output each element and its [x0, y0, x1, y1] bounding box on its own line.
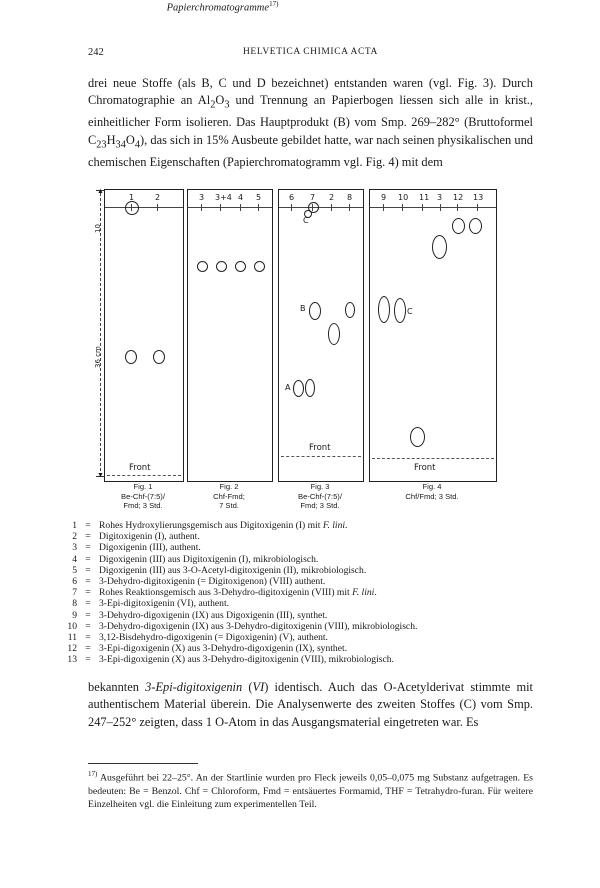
lane-label: 13	[473, 193, 484, 202]
legend-row: 13=3-Epi-digoxigenin (X) aus 3-Dehydro-d…	[67, 654, 394, 666]
chromatogram-fig-3: 6 7 2 8 C B A Front	[278, 189, 364, 482]
spot	[308, 202, 319, 213]
lane-label: 3+4	[215, 193, 232, 202]
figure-title: Papierchromatogramme17)	[166, 0, 279, 14]
spot	[394, 298, 406, 323]
lane-label: 4	[238, 193, 244, 202]
spot	[305, 379, 315, 397]
spot	[153, 350, 165, 364]
lane-label: 10	[398, 193, 409, 202]
legend-row: 10=3-Dehydro-digoxigenin (IX) aus 3-Dehy…	[67, 620, 418, 632]
spot	[197, 261, 208, 272]
legend-row: 5=Digoxigenin (III) aus 3-O-Acetyl-digit…	[72, 564, 367, 576]
spot-label-b: B	[300, 304, 306, 313]
legend-row: 4=Digoxigenin (III) aus Digitoxigenin (I…	[72, 553, 319, 565]
chromatogram-fig-1: 1 2 Front	[104, 189, 184, 482]
spot	[216, 261, 227, 272]
spot-label-c: C	[303, 216, 309, 225]
lane-label: 2	[329, 193, 335, 202]
front-label: Front	[309, 443, 331, 453]
spot	[125, 201, 139, 215]
footnote-rule	[88, 763, 198, 764]
chromatogram-fig-2: 3 3+4 4 5	[187, 189, 273, 482]
legend-row: 2=Digitoxigenin (I), authent.	[72, 531, 200, 543]
paragraph-2: bekannten 3-Epi-digitoxigenin (VI) ident…	[88, 680, 533, 729]
spot	[254, 261, 265, 272]
spot	[410, 427, 425, 447]
legend-row: 3=Digoxigenin (III), authent.	[72, 542, 201, 554]
page-number: 242	[88, 47, 104, 58]
lane-label: 2	[155, 193, 161, 202]
spot-d	[304, 210, 312, 218]
legend-row: 11=3,12-Bisdehydro-digoxigenin (= Digoxi…	[67, 632, 328, 644]
spot	[469, 218, 482, 234]
spot	[235, 261, 246, 272]
spot	[345, 302, 355, 318]
lane-label: 3	[437, 193, 443, 202]
legend-row: 12=3-Epi-digoxigenin (X) aus 3-Dehydro-d…	[67, 643, 348, 655]
legend-row: 9=3-Dehydro-digoxigenin (IX) aus Digoxig…	[72, 609, 328, 621]
spot-label-a: A	[285, 383, 291, 392]
paragraph-1: drei neue Stoffe (als B, C und D bezeich…	[88, 76, 533, 169]
footnote: 17) Ausgeführt bei 22–25°. An der Startl…	[88, 770, 533, 810]
spot	[125, 350, 137, 364]
legend-row: 7=Rohes Reaktionsgemisch aus 3-Dehydro-d…	[72, 587, 377, 599]
ruler-length-label: 36 cm	[94, 346, 102, 368]
legend-row: 6=3-Dehydro-digitoxigenin (= Digitoxigen…	[72, 576, 326, 588]
lane-label: 6	[289, 193, 295, 202]
spot-a	[293, 380, 304, 397]
ruler-top-label: 10	[94, 224, 102, 233]
lane-label: 11	[419, 193, 430, 202]
lane-label: 8	[347, 193, 353, 202]
lane-label: 9	[381, 193, 387, 202]
spot	[378, 296, 390, 323]
lane-label: 3	[199, 193, 205, 202]
lane-label: 7	[310, 193, 316, 202]
lane-label: 12	[453, 193, 464, 202]
legend-row: 8=3-Epi-digitoxigenin (VI), authent.	[72, 598, 230, 610]
lane-label: 1	[129, 193, 135, 202]
spot	[452, 218, 465, 234]
figure-legend: 1=Rohes Hydroxylierungsgemisch aus Digit…	[66, 520, 546, 666]
spot	[432, 235, 447, 259]
lane-label: 5	[256, 193, 262, 202]
chromatogram-fig-4: 9 10 11 3 12 13 C Front	[369, 189, 497, 482]
legend-row: 1=Rohes Hydroxylierungsgemisch aus Digit…	[72, 520, 348, 531]
front-label: Front	[129, 463, 151, 473]
journal-title: HELVETICA CHIMICA ACTA	[242, 47, 379, 57]
spot-b	[309, 302, 321, 320]
spot	[328, 323, 340, 345]
spot-label-c: C	[407, 307, 413, 316]
front-label: Front	[414, 463, 436, 473]
